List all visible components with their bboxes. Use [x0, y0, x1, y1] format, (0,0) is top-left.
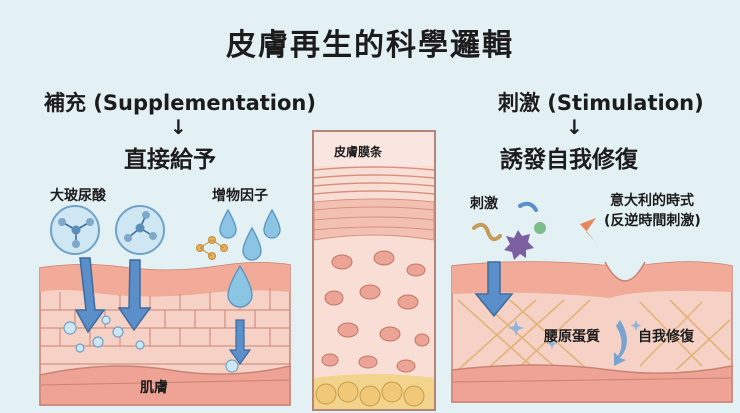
italian-style-label: 意大利的時式	[610, 193, 694, 209]
penetration-arrow-icon	[74, 257, 106, 334]
arrowhead-icon	[580, 218, 596, 242]
supplementation-illustration	[39, 205, 291, 406]
droplet-arrow-icon	[228, 319, 252, 366]
virus-icon	[504, 230, 534, 260]
basal-layer	[451, 364, 733, 403]
skin-cross-section	[312, 130, 436, 411]
skin-top-layer	[40, 262, 290, 297]
italian-style-sub-label: (反逆時間刺激)	[604, 213, 701, 229]
stimulation-heading: 刺激 (Stimulation)	[498, 91, 704, 115]
stimulation-arrow-icon	[474, 261, 514, 318]
wound-gap	[604, 261, 646, 282]
skin-top-layer	[452, 262, 732, 298]
growth-factor-molecule-icon	[196, 236, 228, 260]
growth-factor-label: 增物因子	[212, 188, 268, 204]
dermis-layer	[313, 198, 435, 241]
hyaluronic-molecule-icon	[50, 205, 100, 255]
page-title: 皮膚再生的科學邏輯	[226, 28, 514, 63]
stimulus-label: 刺激	[470, 196, 498, 212]
dermal-cells	[321, 250, 430, 373]
bubble-icons	[63, 315, 145, 353]
stimulation-arrow-icon: ↓	[566, 115, 583, 139]
stimulus-icons	[472, 201, 596, 260]
collagen-label: 腰原蛋質	[544, 329, 600, 345]
supplementation-subheading: 直接給予	[124, 147, 216, 173]
stimulation-illustration	[451, 201, 733, 403]
skin-label: 肌膚	[140, 380, 168, 396]
hyaluronic-molecule-icon	[115, 205, 165, 255]
supplementation-arrow-icon: ↓	[170, 115, 187, 139]
penetration-arrow-icon	[117, 259, 152, 332]
collagen-mesh	[457, 299, 731, 373]
supplementation-heading: 補充 (Supplementation)	[44, 91, 316, 115]
sparkle-icons	[508, 320, 642, 349]
self-repair-label: 自我修復	[638, 329, 694, 345]
growth-factor-droplet-icon	[219, 208, 281, 308]
stratum-layers	[313, 166, 435, 195]
repair-arrow-icon	[614, 320, 627, 366]
skin-layer-label: 皮膚膜条	[334, 145, 383, 159]
basal-layer	[39, 365, 291, 406]
hyaluronic-label: 大玻尿酸	[50, 188, 106, 204]
stimulation-subheading: 誘發自我修復	[500, 147, 638, 173]
